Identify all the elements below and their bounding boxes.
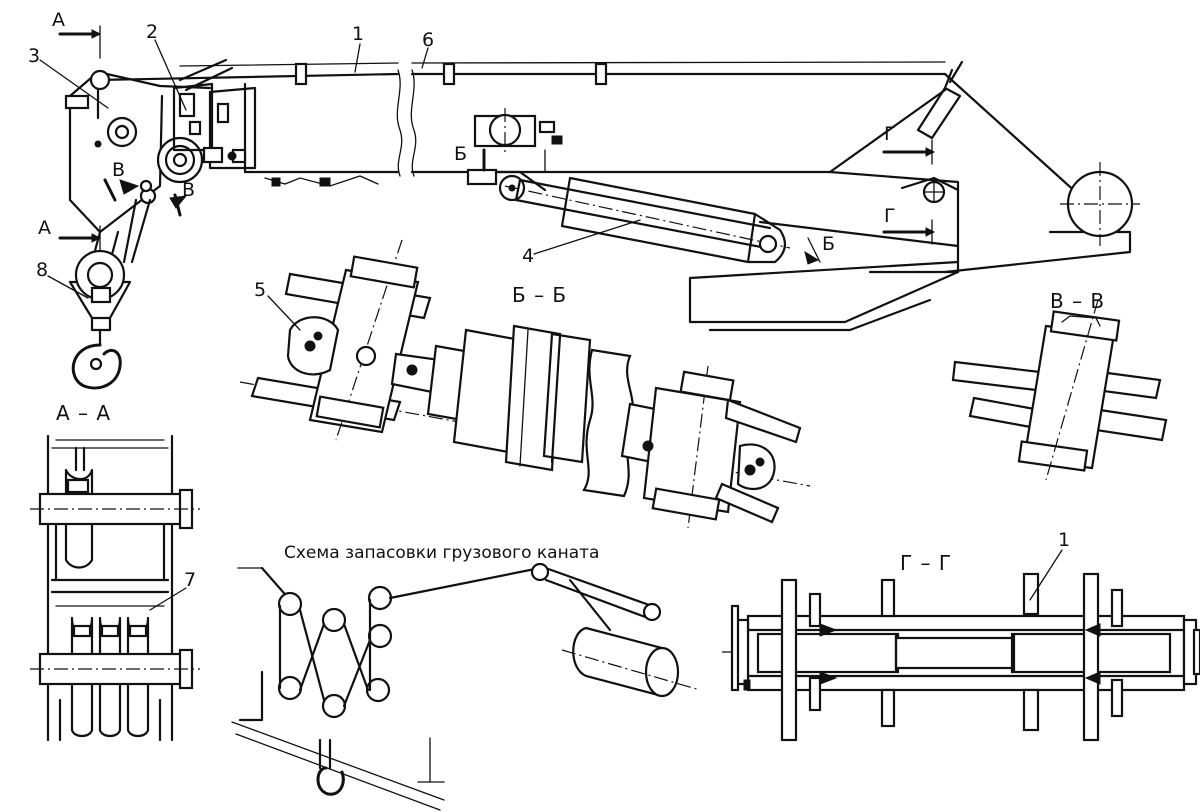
label-cut-a-bottom: А (38, 217, 51, 239)
label-cut-v-left: В (112, 159, 125, 181)
section-vv-view (951, 299, 1168, 481)
reeving-scheme (231, 562, 701, 811)
label-item-6: 6 (422, 29, 434, 51)
leader-lines (39, 39, 1063, 611)
section-bb-view (239, 239, 811, 529)
boom-main-view (96, 60, 1140, 332)
label-cut-v-right: В (182, 179, 195, 201)
section-gg-view (722, 572, 1200, 742)
boom-head-assembly (58, 25, 237, 390)
reeving-scheme-caption: Схема запасовки грузового каната (284, 543, 599, 563)
label-item-1: 1 (352, 23, 364, 45)
label-cut-g-top: Г (884, 123, 896, 145)
label-cut-b-bottom: Б (822, 233, 835, 255)
label-item-5: 5 (254, 279, 266, 301)
title-section-aa: А – А (56, 401, 111, 425)
label-cut-a-top: А (52, 9, 65, 31)
labels: А 2 3 1 6 В В А 8 Б 4 Б Г Г 5 Б – Б В – … (28, 9, 1105, 591)
label-item-1-gg: 1 (1058, 529, 1070, 551)
section-aa-view (30, 434, 200, 742)
label-item-8: 8 (36, 259, 48, 281)
label-item-3: 3 (28, 45, 40, 67)
label-item-2: 2 (146, 21, 158, 43)
title-section-bb: Б – Б (512, 283, 567, 307)
label-cut-b-top: Б (454, 143, 467, 165)
title-section-gg: Г – Г (900, 551, 952, 575)
title-section-vv: В – В (1050, 289, 1105, 313)
label-item-4: 4 (522, 245, 534, 267)
label-cut-g-bottom: Г (884, 205, 896, 227)
label-item-7: 7 (184, 569, 196, 591)
